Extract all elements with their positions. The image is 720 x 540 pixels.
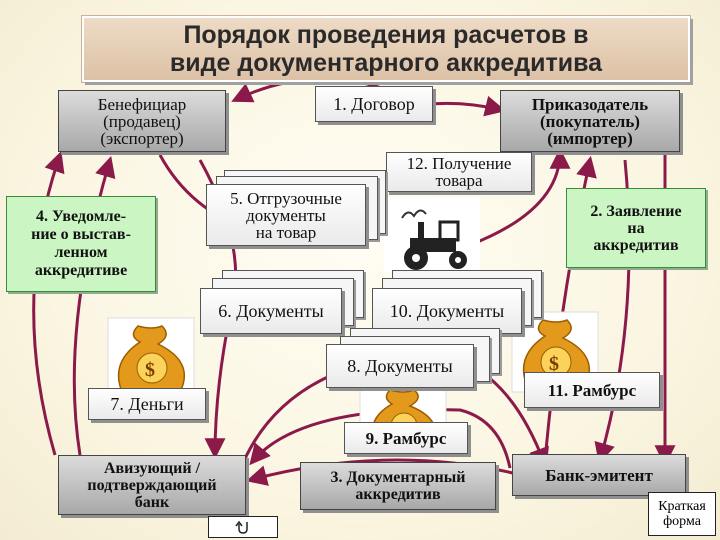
tractor-icon — [384, 198, 480, 272]
step-documents-6: 6. Документы — [200, 288, 342, 334]
step-money: 7. Деньги — [88, 388, 206, 420]
short-form-line-2: форма — [663, 514, 701, 529]
advising-bank-line-3: банк — [134, 493, 170, 511]
step-notice-line-3: ленном — [54, 244, 108, 261]
step-contract-label: 1. Договор — [333, 93, 415, 114]
step-shipping-documents: 5. Отгрузочные документы на товар — [206, 184, 366, 246]
beneficiary-type: (экспортер) — [100, 128, 184, 148]
step-money-label: 7. Деньги — [110, 393, 184, 414]
step-contract: 1. Договор — [315, 86, 433, 122]
step-application-line-2: на — [627, 219, 645, 237]
step-goods-receipt: 12. Получение товара — [386, 152, 532, 192]
applicant-box: Приказодатель (покупатель) (импортер) — [500, 90, 680, 152]
beneficiary-box: Бенефициар (продавец) (экспортер) — [58, 90, 226, 152]
step-shipping-line-1: 5. Отгрузочные — [230, 188, 342, 208]
step-shipping-line-3: на товар — [255, 222, 317, 242]
step-application-note: 2. Заявление на аккредитив — [566, 188, 706, 268]
advising-bank-line-2: подтверждающий — [87, 476, 217, 494]
step-notice-line-2: ние о выстав- — [31, 226, 131, 243]
short-form-button[interactable]: Краткая форма — [648, 492, 716, 536]
step-documentary-credit-line-2: аккредитив — [355, 486, 441, 503]
step-goods-receipt-line-1: 12. Получение — [406, 154, 512, 173]
step-shipping-line-2: документы — [246, 205, 326, 225]
step-reimbursement-11: 11. Рамбурс — [524, 372, 660, 408]
step-goods-receipt-line-2: товара — [435, 171, 483, 190]
applicant-role: (покупатель) — [540, 111, 640, 131]
svg-text:$: $ — [145, 359, 155, 381]
step-notice-line-4: аккредитиве — [34, 262, 128, 279]
step-reimbursement-9: 9. Рамбурс — [344, 422, 468, 454]
arrow-reimbursement-9 — [245, 458, 541, 486]
advising-bank-box: Авизующий / подтверждающий банк — [58, 455, 246, 515]
title-line-1: Порядок проведения расчетов в — [183, 21, 589, 49]
return-arrow-icon — [235, 520, 248, 534]
issuing-bank-label: Банк-эмитент — [545, 465, 653, 485]
step-reimbursement-11-label: 11. Рамбурс — [547, 380, 637, 400]
money-bag-icon: $ — [107, 317, 195, 401]
svg-text:$: $ — [549, 353, 559, 375]
step-documents-6-label: 6. Документы — [218, 300, 324, 321]
step-documents-8: 8. Документы — [326, 344, 474, 388]
step-notice-note: 4. Уведомле- ние о выстав- ленном аккред… — [6, 196, 156, 292]
step-documents-8-label: 8. Документы — [347, 355, 453, 376]
short-form-line-1: Краткая — [658, 499, 706, 514]
step-documentary-credit-line-1: 3. Документарный — [330, 469, 466, 486]
step-documentary-credit: 3. Документарный аккредитив — [300, 462, 496, 510]
step-reimbursement-9-label: 9. Рамбурс — [365, 428, 447, 448]
return-button[interactable] — [208, 516, 278, 538]
step-documents-10-label: 10. Документы — [389, 300, 505, 321]
step-notice-line-1: 4. Уведомле- — [35, 208, 127, 225]
step-documents-10: 10. Документы — [372, 288, 522, 334]
applicant-type: (импортер) — [547, 128, 633, 148]
beneficiary-role: (продавец) — [103, 111, 181, 131]
arrow-notice — [32, 151, 65, 456]
diagram-title: Порядок проведения расчетов в виде докум… — [82, 16, 690, 82]
step-application-line-1: 2. Заявление — [590, 202, 682, 220]
title-line-2: виде документарного аккредитива — [169, 49, 603, 77]
beneficiary-label: Бенефициар — [97, 94, 187, 114]
step-application-line-3: аккредитив — [593, 236, 679, 254]
arrow-goods-receive — [469, 147, 571, 247]
advising-bank-line-1: Авизующий / — [103, 459, 201, 477]
applicant-label: Приказодатель — [531, 94, 649, 114]
issuing-bank-box: Банк-эмитент — [512, 454, 686, 496]
